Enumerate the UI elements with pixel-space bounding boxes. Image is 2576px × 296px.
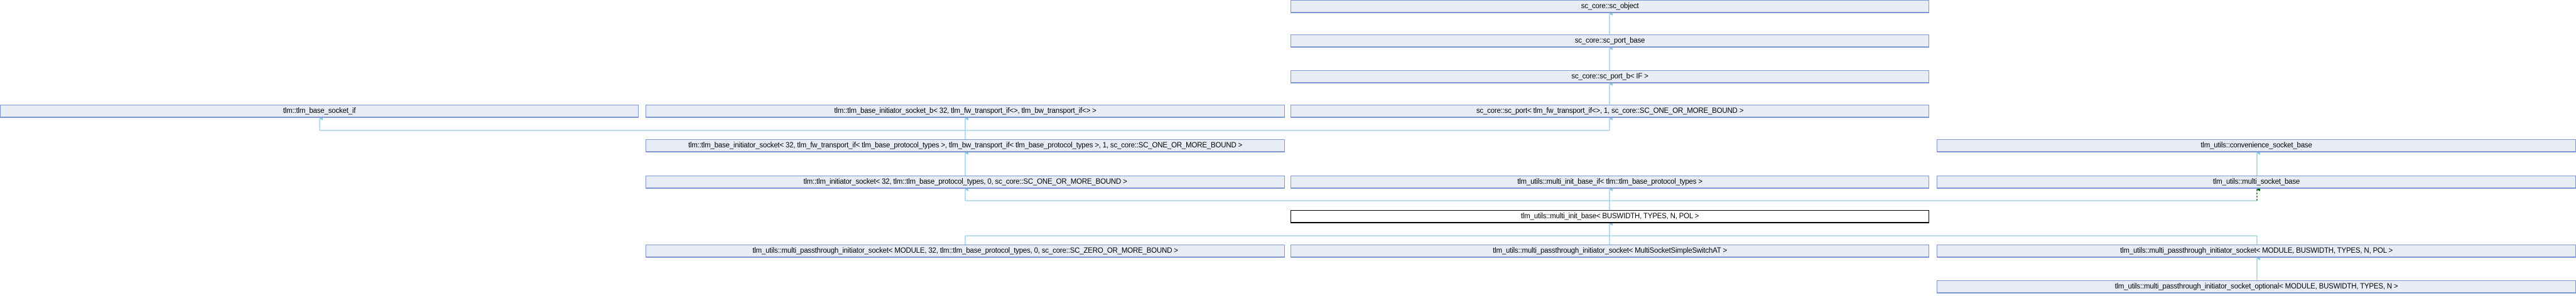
class-node-mpis-optional[interactable]: tlm_utils::multi_passthrough_initiator_s… — [1937, 280, 2576, 293]
class-node-sc-port-base[interactable]: sc_core::sc_port_base — [1291, 34, 1929, 48]
class-node-tlm-initiator-socket[interactable]: tlm::tlm_initiator_socket< 32, tlm::tlm_… — [646, 176, 1285, 189]
class-node-sc-port[interactable]: sc_core::sc_port< tlm_fw_transport_if<>,… — [1291, 105, 1929, 118]
class-node-sc-object[interactable]: sc_core::sc_object — [1291, 0, 1929, 13]
class-node-mpis-generic[interactable]: tlm_utils::multi_passthrough_initiator_s… — [1937, 245, 2576, 258]
class-node-multi-socket-base[interactable]: tlm_utils::multi_socket_base — [1937, 176, 2576, 189]
class-node-tlm-base-initiator-socket-b[interactable]: tlm::tlm_base_initiator_socket_b< 32, tl… — [646, 105, 1285, 118]
class-node-multi-init-base-if[interactable]: tlm_utils::multi_init_base_if< tlm::tlm_… — [1291, 176, 1929, 189]
class-node-mpis-switch[interactable]: tlm_utils::multi_passthrough_initiator_s… — [1291, 245, 1929, 258]
class-node-tlm-base-socket-if[interactable]: tlm::tlm_base_socket_if — [0, 105, 639, 118]
class-node-tlm-base-initiator-socket[interactable]: tlm::tlm_base_initiator_socket< 32, tlm_… — [646, 139, 1285, 152]
class-node-mpis-zero-or-more[interactable]: tlm_utils::multi_passthrough_initiator_s… — [646, 245, 1285, 258]
class-node-convenience-socket-base[interactable]: tlm_utils::convenience_socket_base — [1937, 139, 2576, 152]
class-node-sc-port-b[interactable]: sc_core::sc_port_b< IF > — [1291, 70, 1929, 83]
class-node-multi-init-base-current: tlm_utils::multi_init_base< BUSWIDTH, TY… — [1291, 210, 1929, 223]
